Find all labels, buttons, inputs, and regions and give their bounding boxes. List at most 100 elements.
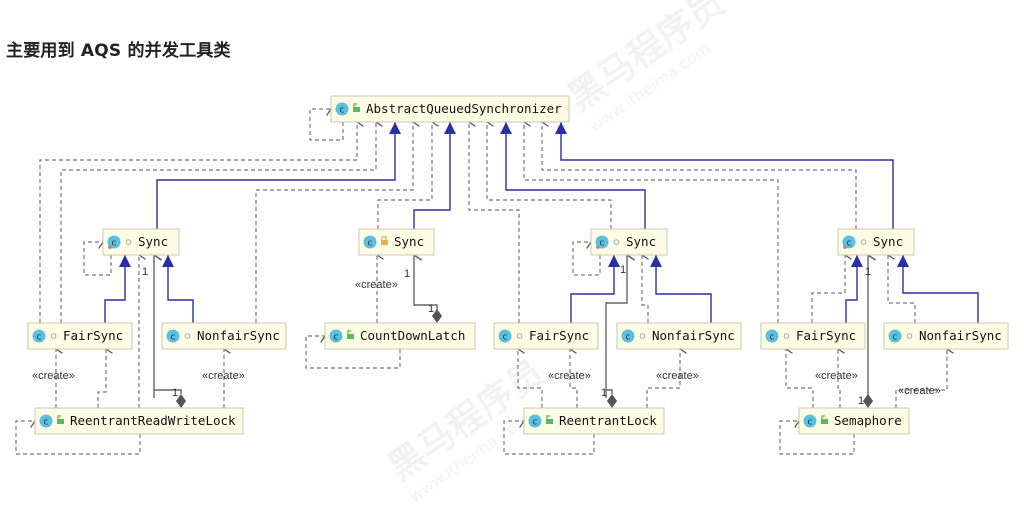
inheritance-arrowhead (650, 255, 662, 267)
class-box (161, 322, 287, 350)
dependency-edge (524, 122, 779, 323)
association-edge (605, 255, 627, 398)
class-node-rl[interactable]: c ReentrantLock (523, 407, 665, 435)
inheritance-arrowhead (897, 255, 909, 267)
class-node-sem[interactable]: c Semaphore (798, 407, 910, 435)
inheritance-edge (570, 255, 615, 323)
dependency-edge (646, 349, 680, 408)
create-stereotype-label: «create» (656, 370, 699, 382)
multiplicity-label: 1 (142, 266, 148, 278)
class-icon: c (32, 329, 46, 343)
inheritance-arrowhead (608, 255, 620, 267)
class-node-rrwl-nonfair[interactable]: c NonfairSync (161, 322, 287, 350)
rrwl-sync-extends-aqs (156, 122, 396, 229)
dependency-edge (786, 349, 814, 408)
dependency-edge (97, 349, 106, 408)
dependency-edge (518, 349, 543, 408)
class-box (883, 322, 1009, 350)
class-icon: c (621, 329, 635, 343)
composition-edge (606, 389, 613, 394)
class-icon: c (335, 102, 349, 116)
class-name: Semaphore (834, 413, 902, 428)
dependency-edge (888, 255, 916, 323)
class-box (837, 228, 915, 256)
svg-text:c: c (533, 418, 538, 428)
inheritance-arrowhead (555, 122, 567, 134)
svg-text:c: c (626, 333, 631, 343)
class-node-rl-nonfair[interactable]: c NonfairSync (616, 322, 742, 350)
class-icon: c (803, 414, 817, 428)
inheritance-arrowhead (851, 255, 863, 267)
inheritance-edge (104, 255, 126, 323)
public-visibility-icon (546, 415, 553, 424)
svg-text:c: c (503, 333, 508, 343)
rrwl-sync-self-dependency (83, 242, 112, 276)
private-visibility-icon (381, 236, 388, 245)
composition-diamond (607, 394, 617, 408)
class-name: CountDownLatch (360, 328, 465, 343)
class-node-aqs[interactable]: c AbstractQueuedSynchronizer (330, 95, 570, 123)
class-name: FairSync (63, 328, 123, 343)
create-stereotype-label: «create» (815, 370, 858, 382)
dependency-edge (255, 122, 413, 323)
inheritance-arrowhead (444, 122, 456, 134)
class-box (330, 95, 570, 123)
composition-diamond (863, 394, 873, 408)
class-box (798, 407, 910, 435)
rl-self-dependency (503, 421, 595, 455)
svg-text:c: c (808, 418, 813, 428)
inheritance-arrowhead (162, 255, 174, 267)
inheritance-arrowhead (500, 122, 512, 134)
class-icon: c (888, 329, 902, 343)
class-icon: c (329, 329, 343, 343)
rl-sync-self-dependency (572, 242, 601, 276)
multiplicity-label: 1 (865, 266, 871, 278)
class-node-sem-sync[interactable]: c Sync (837, 228, 915, 256)
class-name: Sync (873, 234, 903, 249)
class-box (34, 407, 244, 435)
package-visibility-icon (125, 239, 132, 245)
class-node-cdl[interactable]: c CountDownLatch (324, 322, 476, 350)
package-visibility-icon (184, 333, 191, 339)
dependency-edge (377, 122, 432, 229)
public-visibility-icon (353, 103, 360, 112)
dependency-edge (487, 122, 612, 229)
abstract-class-icon: c (107, 235, 121, 249)
class-name: NonfairSync (652, 328, 735, 343)
inheritance-arrowhead (389, 122, 401, 134)
dependency-edge (60, 122, 376, 323)
class-name: ReentrantLock (559, 413, 657, 428)
svg-text:c: c (893, 333, 898, 343)
class-icon: c (498, 329, 512, 343)
svg-text:c: c (600, 239, 605, 249)
create-stereotype-label: «create» (202, 370, 245, 382)
svg-text:c: c (340, 106, 345, 116)
class-name: AbstractQueuedSynchronizer (366, 101, 562, 116)
create-stereotype-label: «create» (898, 385, 941, 397)
package-visibility-icon (783, 333, 790, 339)
class-node-rrwl-fair[interactable]: c FairSync (27, 322, 133, 350)
svg-text:c: c (112, 239, 117, 249)
package-visibility-icon (860, 239, 867, 245)
class-name: NonfairSync (197, 328, 280, 343)
class-box (616, 322, 742, 350)
abstract-class-icon: c (842, 235, 856, 249)
create-stereotype-label: «create» (355, 279, 398, 291)
rl-sync-extends-aqs (505, 122, 646, 229)
public-visibility-icon (821, 415, 828, 424)
cdl-sync-extends-aqs (413, 122, 451, 229)
dependency-edge (642, 255, 648, 323)
package-visibility-icon (613, 239, 620, 245)
class-icon: c (765, 329, 779, 343)
multiplicity-label: 1 (428, 303, 434, 315)
svg-text:c: c (171, 333, 176, 343)
dependency-edge (570, 349, 578, 408)
svg-text:c: c (847, 239, 852, 249)
